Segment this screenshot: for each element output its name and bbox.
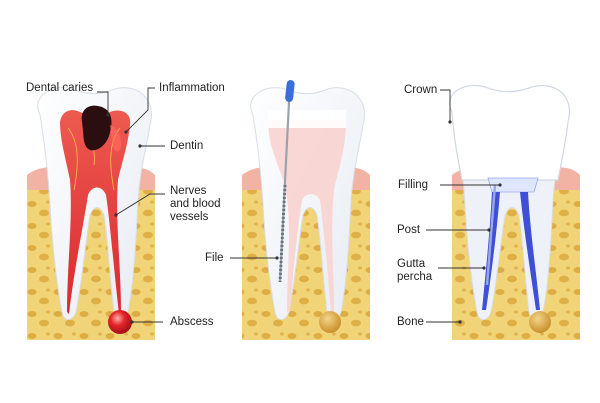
post-rod: [485, 184, 497, 286]
label-file: File: [205, 252, 224, 264]
leader-inflammation: [125, 87, 155, 133]
label-nerves-line2: and blood: [170, 198, 221, 210]
crown-cap: [449, 84, 571, 181]
leader-nerves: [115, 193, 165, 216]
label-crown: Crown: [404, 84, 438, 96]
gutta-right: [520, 192, 540, 310]
label-inflammation: Inflammation: [159, 82, 225, 94]
label-dental-caries: Dental caries: [26, 82, 94, 94]
label-nerves-line1: Nerves: [170, 185, 207, 197]
apex-spot-3: [529, 311, 551, 333]
leader-dental-caries: [97, 91, 109, 115]
label-abscess: Abscess: [170, 316, 214, 328]
tooth-inflamed: [27, 87, 155, 340]
abscess-circle: [108, 310, 132, 334]
tooth-crowned: [449, 84, 580, 340]
endodontic-file-icon: [278, 80, 295, 283]
pulp-cleaned-2: [268, 120, 346, 312]
leader-lines: [97, 87, 500, 323]
label-gutta-line2: percha: [397, 271, 433, 283]
caries-1: [81, 105, 112, 151]
leader-dots: [106, 113, 502, 324]
label-filling: Filling: [398, 179, 429, 191]
tooth-with-file: [242, 80, 370, 340]
label-gutta-line1: Gutta: [397, 258, 426, 270]
label-nerves-line3: vessels: [170, 211, 209, 223]
label-gutta-percha: Gutta percha: [397, 258, 432, 284]
label-nerves-and-blood-vessels: Nerves and blood vessels: [170, 185, 221, 224]
leader-crown: [440, 89, 451, 122]
filling-block: [487, 177, 539, 193]
label-dentin: Dentin: [170, 140, 204, 152]
apex-spot-2: [319, 311, 341, 333]
label-post: Post: [397, 224, 421, 236]
label-bone: Bone: [397, 316, 424, 328]
